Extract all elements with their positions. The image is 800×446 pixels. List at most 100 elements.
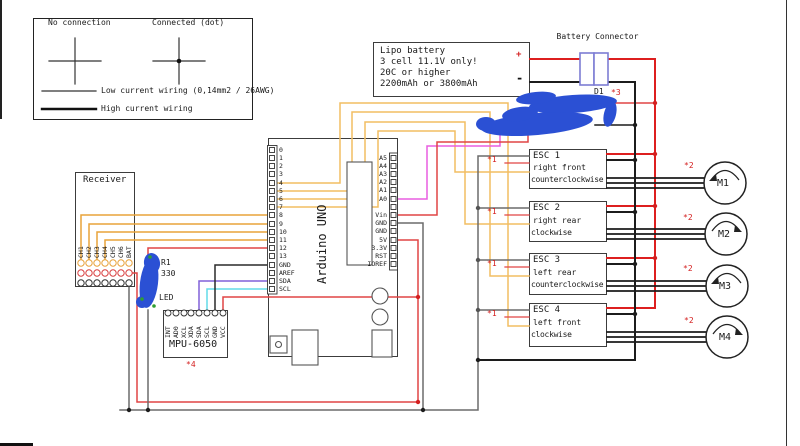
esc3-line3: counterclockwise — [531, 280, 604, 289]
mpu-pin-sda: SDA — [195, 326, 203, 338]
arduino-pin-5v: 5V — [379, 236, 387, 244]
arduino-pin-gnd1: GND — [375, 219, 387, 227]
arduino-pin-rst: RST — [375, 252, 387, 260]
receiver-pin-bat: BAT — [125, 246, 133, 258]
battery-plus-label: + — [516, 50, 522, 60]
esc3-line2: left rear — [533, 268, 577, 277]
arduino-title: Arduino UNO — [315, 204, 329, 284]
arduino-pin-aref: AREF — [279, 269, 295, 277]
arduino-pin-a0: A0 — [379, 195, 387, 203]
esc2-title: ESC 2 — [533, 203, 561, 213]
arduino-pin-0: 0 — [279, 146, 283, 154]
esc4-line2: left front — [533, 318, 582, 327]
legend-connected-label: Connected (dot) — [152, 18, 225, 27]
receiver-pins — [77, 259, 133, 287]
arduino-pin-7: 7 — [279, 203, 283, 211]
arduino-pin-gnd: GND — [279, 261, 291, 269]
sda-wire — [198, 280, 270, 312]
arduino-pin-vin: Vin — [375, 211, 387, 219]
esc1-title: ESC 1 — [533, 151, 561, 161]
bottom-left-edge-line — [0, 443, 33, 446]
receiver-title: Receiver — [83, 175, 127, 185]
esc2-box — [529, 201, 607, 242]
arduino-pin-a1: A1 — [379, 186, 387, 194]
led-label: LED — [159, 293, 174, 302]
motor1-note: *2 — [684, 161, 694, 170]
mpu-pin-xda: XDA — [187, 326, 195, 338]
battery-line4: 2200mAh or 3800mAh — [380, 79, 478, 89]
motor4-label: M4 — [719, 332, 732, 343]
legend-no-connection-label: No connection — [48, 18, 111, 27]
esc4-note: *1 — [487, 309, 497, 318]
legend-box — [33, 18, 253, 120]
diode-label: D1 — [594, 87, 604, 96]
lipo-battery-box — [373, 42, 530, 97]
receiver-pin-ch2: CH2 — [85, 246, 93, 258]
esc3-note: *1 — [487, 259, 497, 268]
motor2-label: M2 — [718, 229, 731, 240]
arduino-left-header — [267, 145, 278, 295]
arduino-pin-5: 5 — [279, 187, 283, 195]
receiver-pin-ch4: CH4 — [101, 246, 109, 258]
receiver-pin-ch6: CH6 — [117, 246, 125, 258]
esc4-line3: clockwise — [531, 330, 572, 339]
arduino-pin-11: 11 — [279, 236, 287, 244]
legend-low-current-label: Low current wiring (0,14mm2 / 26AWG) — [101, 86, 275, 95]
arduino-board-details — [269, 161, 393, 366]
arduino-pin-3v3: 3.3V — [371, 244, 387, 252]
arduino-pin-8: 8 — [279, 211, 283, 219]
mpu-pin-vcc: VCC — [219, 326, 227, 338]
esc1-line2: right front — [533, 163, 586, 172]
arduino-pin-3: 3 — [279, 170, 283, 178]
esc4-title: ESC 4 — [533, 305, 561, 315]
mpu-note: *4 — [186, 360, 196, 369]
left-edge-line — [0, 0, 2, 119]
arduino-pin-sda: SDA — [279, 277, 291, 285]
red-signal-wires — [132, 102, 656, 403]
resistor-value: 330 — [161, 269, 176, 278]
battery-connector-label: Battery Connector — [556, 32, 639, 41]
arduino-pin-a5: A5 — [379, 154, 387, 162]
arduino-right-header — [389, 152, 398, 271]
esc4-box — [529, 303, 607, 347]
esc-signal-wires — [275, 102, 530, 327]
battery-minus-label: - — [516, 71, 524, 85]
mpu-title: MPU-6050 — [169, 339, 218, 350]
arduino-pin-scl: SCL — [279, 285, 291, 293]
ground-wires — [119, 155, 530, 411]
motor1-label: M1 — [717, 178, 730, 189]
motor2-note: *2 — [683, 213, 693, 222]
arduino-pin-a4: A4 — [379, 162, 387, 170]
esc3-title: ESC 3 — [533, 255, 561, 265]
mpu-pin-scl: SCL — [203, 326, 211, 338]
receiver-pin-ch5: CH5 — [109, 246, 117, 258]
arduino-pin-4: 4 — [279, 179, 283, 187]
arduino-pin-6: 6 — [279, 195, 283, 203]
mpu-pin-ad0: AD0 — [172, 326, 180, 338]
esc1-box — [529, 149, 607, 189]
motor4-note: *2 — [684, 316, 694, 325]
esc1-line3: counterclockwise — [531, 175, 604, 184]
junction-dots — [126, 58, 658, 413]
mpu-pin-int: INT — [164, 326, 172, 338]
scl-wire — [206, 288, 270, 312]
receiver-channel-wires — [80, 214, 270, 261]
esc1-note: *1 — [487, 155, 497, 164]
mpu-pin-gnd: GND — [211, 326, 219, 338]
receiver-pin-ch1: CH1 — [77, 246, 85, 258]
mpu-gnd-wire — [214, 264, 270, 312]
motors — [703, 161, 749, 359]
motor3-note: *2 — [683, 264, 693, 273]
arduino-pin-9: 9 — [279, 220, 283, 228]
arduino-pin-2: 2 — [279, 162, 283, 170]
no-connection-symbol — [48, 37, 102, 85]
battery-connector — [579, 52, 609, 86]
right-border-line — [785, 0, 788, 446]
receiver-pin-ch3: CH3 — [93, 246, 101, 258]
esc2-line2: right rear — [533, 216, 582, 225]
esc2-line3: clockwise — [531, 228, 572, 237]
arduino-pin-10: 10 — [279, 228, 287, 236]
